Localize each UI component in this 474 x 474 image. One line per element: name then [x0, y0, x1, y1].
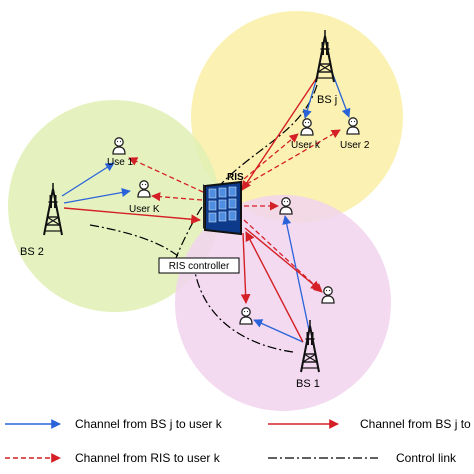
direct-bs-1-user [253, 319, 304, 343]
direct-bs-j-user-2 [331, 71, 351, 118]
direct-bs-1-user-b [282, 215, 310, 331]
legend: Channel from BS j to user k Channel from… [5, 417, 471, 465]
ris-to-user-2 [239, 129, 341, 189]
bs-1-to-ris [245, 231, 304, 343]
direct-channels [61, 71, 351, 343]
legend-red-dashed-label: Channel from RIS to user k [75, 451, 221, 465]
ris-user-channels [128, 129, 341, 293]
ris-to-user-right [244, 227, 321, 291]
user-K-label: User K [129, 204, 160, 215]
user-2-label: User 2 [340, 140, 370, 151]
bs-1-label: BS 1 [296, 378, 320, 390]
ris-panel [203, 180, 242, 236]
bs-j-cell [191, 11, 403, 223]
control-link-bs-1 [194, 271, 294, 353]
ris-controller-label: RIS controller [169, 261, 230, 272]
ris-controller-box [158, 257, 240, 274]
ris-to-user-low [240, 232, 251, 304]
control-link-bs-2 [89, 224, 179, 257]
bs-j-to-ris [241, 75, 319, 191]
legend-blue-label: Channel from BS j to user k [75, 417, 223, 431]
user-k-top-label: User k [291, 140, 321, 151]
legend-red-solid-label: Channel from BS j to [360, 417, 471, 431]
ris-to-use-1 [128, 157, 204, 193]
bs-2-label: BS 2 [20, 246, 44, 258]
ris-label: RIS [227, 172, 244, 183]
bs-ris-channels [63, 75, 321, 343]
ris-to-user-bs1-a [243, 219, 323, 293]
ris-to-user-K [151, 192, 203, 202]
direct-bs-2-user-K [63, 187, 131, 204]
direct-bs-2-use-1 [61, 162, 115, 197]
bs-2-to-ris [63, 207, 201, 225]
bs-j-label: BS j [317, 94, 337, 106]
use-1-label: Use 1 [107, 157, 134, 168]
ris-to-user-k-top [237, 133, 299, 185]
legend-control-label: Control link [396, 451, 457, 465]
